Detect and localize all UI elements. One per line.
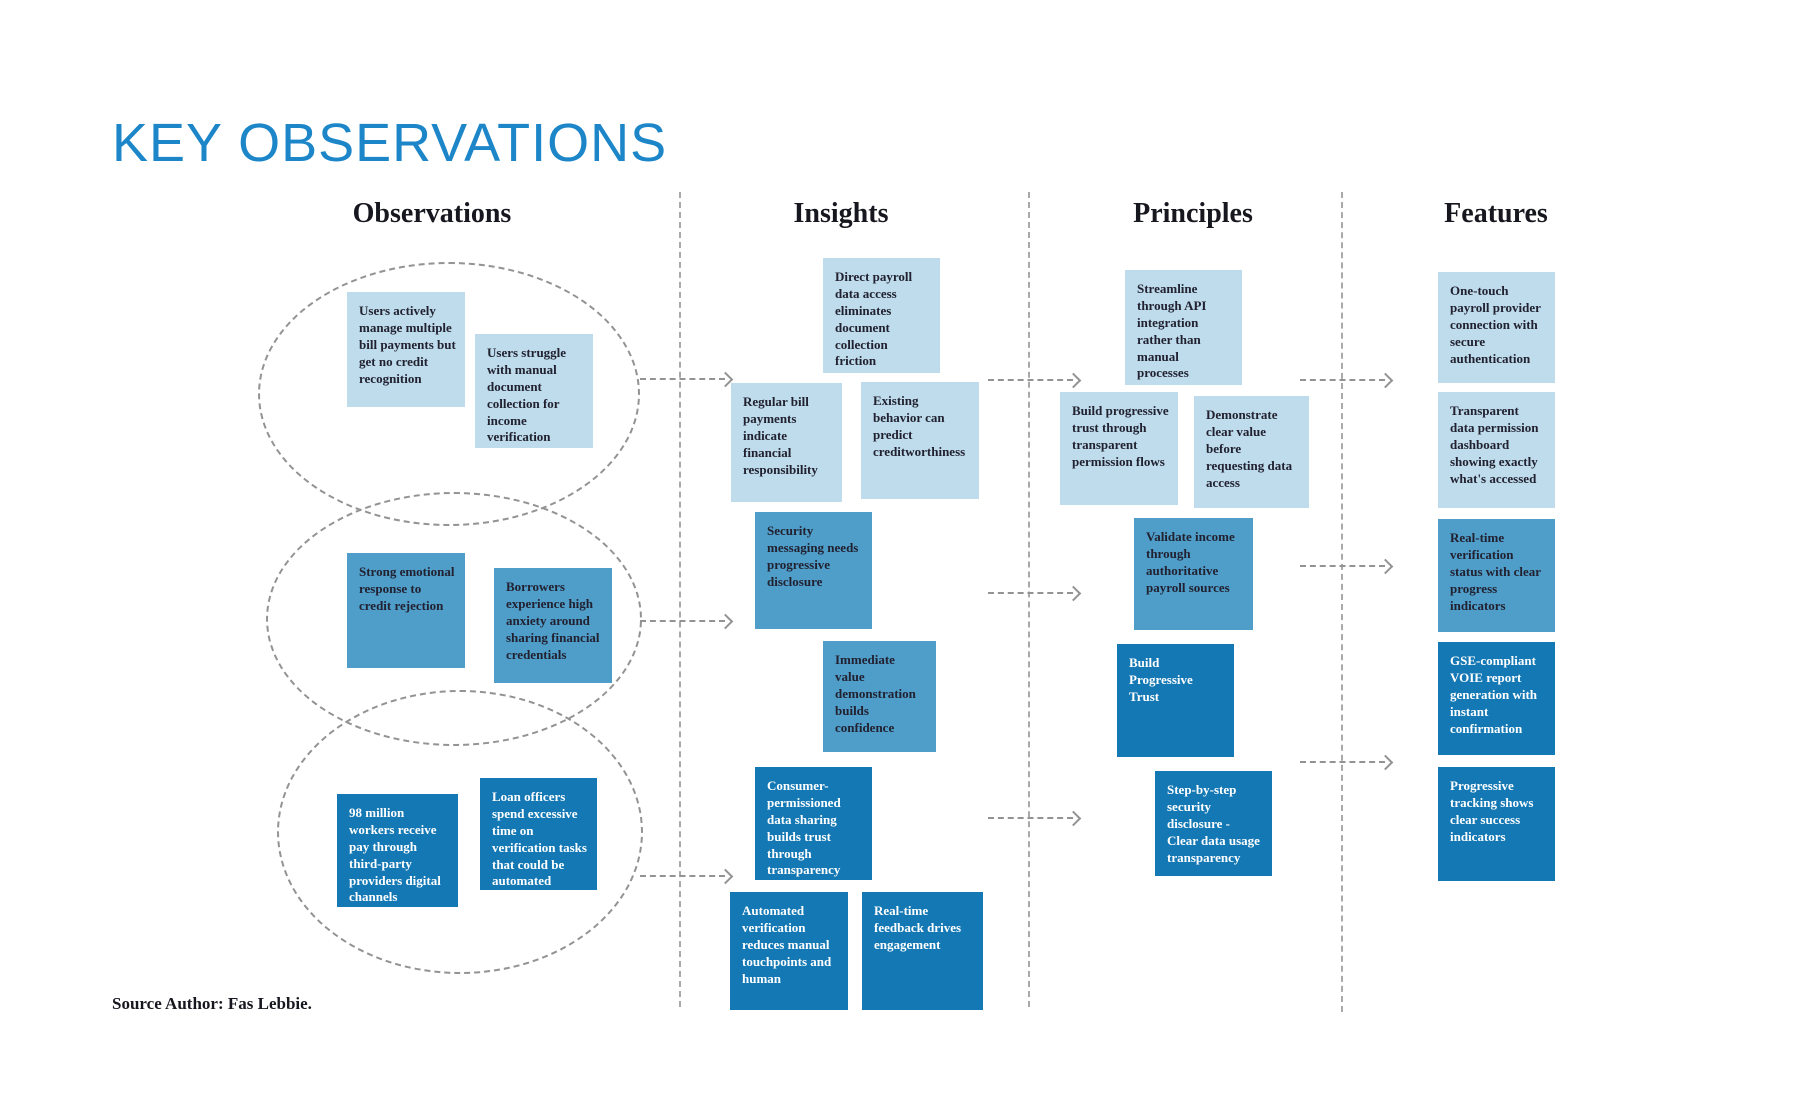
note-ins-consumer-permissioned: Consumer-permissioned data sharing build… (755, 767, 872, 880)
page-title: KEY OBSERVATIONS (112, 113, 668, 173)
note-ins-realtime-feedback: Real-time feedback drives engagement (862, 892, 983, 1010)
note-ins-regular-bill-payments: Regular bill payments indicate financial… (731, 383, 842, 502)
note-ins-automated-verification: Automated verification reduces manual to… (730, 892, 848, 1010)
flow-arrow (988, 372, 1082, 389)
arrow-shaft (1300, 565, 1385, 567)
arrow-shaft (988, 592, 1073, 594)
chevron-right-icon (717, 613, 734, 630)
note-fea-realtime-status: Real-time verification status with clear… (1438, 519, 1555, 632)
arrow-shaft (640, 378, 725, 380)
note-obs-emotional-response: Strong emotional response to credit reje… (347, 553, 465, 668)
arrow-shaft (640, 875, 725, 877)
flow-arrow (640, 868, 734, 885)
column-header-observations: Observations (352, 198, 512, 229)
note-fea-transparent-dashboard: Transparent data permission dashboard sh… (1438, 392, 1555, 508)
column-header-insights: Insights (793, 198, 889, 229)
note-fea-progressive-tracking: Progressive tracking shows clear success… (1438, 767, 1555, 881)
note-pri-progressive-trust: Build progressive trust through transpar… (1060, 392, 1178, 505)
note-fea-gse-voie: GSE-compliant VOIE report generation wit… (1438, 642, 1555, 755)
flow-arrow (988, 585, 1082, 602)
chevron-right-icon (717, 868, 734, 885)
note-obs-loan-officers: Loan officers spend excessive time on ve… (480, 778, 597, 890)
flow-arrow (640, 371, 734, 388)
note-obs-borrower-anxiety: Borrowers experience high anxiety around… (494, 568, 612, 683)
note-obs-98-million-workers: 98 million workers receive pay through t… (337, 794, 458, 907)
note-pri-streamline-api: Streamline through API integration rathe… (1125, 270, 1242, 385)
note-obs-manual-documents: Users struggle with manual document coll… (475, 334, 593, 448)
arrow-shaft (640, 620, 725, 622)
chevron-right-icon (1377, 372, 1394, 389)
column-divider-3 (1341, 192, 1343, 1012)
column-header-features: Features (1444, 198, 1548, 229)
note-pri-step-by-step: Step-by-step security disclosure - Clear… (1155, 771, 1272, 876)
column-divider-2 (1028, 192, 1030, 1007)
note-pri-build-progressive-trust: Build Progressive Trust (1117, 644, 1234, 757)
flow-arrow (1300, 372, 1394, 389)
arrow-shaft (1300, 761, 1385, 763)
arrow-shaft (1300, 379, 1385, 381)
flow-arrow (640, 613, 734, 630)
column-header-principles: Principles (1133, 198, 1253, 229)
chevron-right-icon (1065, 372, 1082, 389)
observation-cluster-circle-3 (277, 690, 643, 974)
column-divider-1 (679, 192, 681, 1007)
note-ins-immediate-value: Immediate value demonstration builds con… (823, 641, 936, 752)
flow-arrow (1300, 754, 1394, 771)
note-pri-validate-income: Validate income through authoritative pa… (1134, 518, 1253, 630)
note-pri-demonstrate-value: Demonstrate clear value before requestin… (1194, 396, 1309, 508)
arrow-shaft (988, 379, 1073, 381)
chevron-right-icon (1065, 585, 1082, 602)
source-attribution: Source Author: Fas Lebbie. (112, 994, 312, 1013)
chevron-right-icon (1377, 558, 1394, 575)
chevron-right-icon (1377, 754, 1394, 771)
chevron-right-icon (1065, 810, 1082, 827)
note-obs-bill-payments: Users actively manage multiple bill paym… (347, 292, 465, 407)
arrow-shaft (988, 817, 1073, 819)
note-ins-security-messaging: Security messaging needs progressive dis… (755, 512, 872, 629)
flow-arrow (1300, 558, 1394, 575)
flow-arrow (988, 810, 1082, 827)
note-fea-one-touch: One-touch payroll provider connection wi… (1438, 272, 1555, 383)
note-ins-direct-payroll: Direct payroll data access eliminates do… (823, 258, 940, 373)
note-ins-existing-behavior: Existing behavior can predict creditwort… (861, 382, 979, 499)
